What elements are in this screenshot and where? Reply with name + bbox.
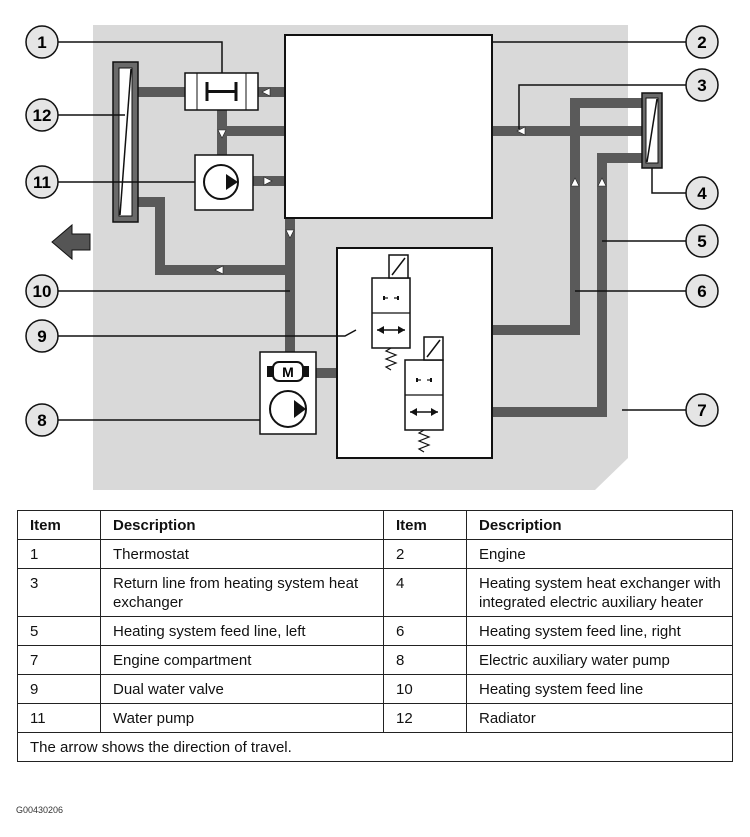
legend-table: Item Description Item Description 1 Ther… (17, 510, 733, 762)
svg-text:11: 11 (33, 173, 51, 192)
item-description: Return line from heating system heat exc… (100, 568, 384, 617)
svg-text:2: 2 (697, 33, 706, 52)
cooling-system-diagram: M (25, 25, 719, 490)
callout-4: 4 (685, 176, 719, 210)
item-number: 4 (383, 568, 467, 617)
svg-text:6: 6 (697, 282, 706, 301)
water-valve-upper (371, 254, 411, 371)
table-row: 5 Heating system feed line, left 6 Heati… (17, 616, 733, 646)
callout-11: 11 (25, 165, 59, 199)
callout-10: 10 (25, 274, 59, 308)
svg-text:10: 10 (33, 282, 52, 301)
svg-text:4: 4 (697, 184, 707, 203)
table-row: 7 Engine compartment 8 Electric auxiliar… (17, 645, 733, 675)
auxiliary-water-pump: M (259, 351, 317, 435)
leader-lines (58, 41, 686, 421)
table-header-row: Item Description Item Description (17, 510, 733, 540)
item-description: Engine compartment (100, 645, 384, 675)
callout-5: 5 (685, 224, 719, 258)
callout-6: 6 (685, 274, 719, 308)
header-item: Item (17, 510, 101, 540)
table-footer-note: The arrow shows the direction of travel. (17, 732, 733, 762)
callout-1: 1 (25, 25, 59, 59)
svg-text:8: 8 (37, 411, 46, 430)
item-description: Heating system feed line, left (100, 616, 384, 646)
item-description: Heating system feed line (466, 674, 733, 704)
table-footer-row: The arrow shows the direction of travel. (17, 732, 733, 762)
svg-text:1: 1 (37, 33, 46, 52)
header-description: Description (466, 510, 733, 540)
table-row: 9 Dual water valve 10 Heating system fee… (17, 674, 733, 704)
flow-markers (214, 87, 607, 275)
callout-12: 12 (25, 98, 59, 132)
header-description: Description (100, 510, 384, 540)
thermostat (184, 72, 259, 111)
callout-8: 8 (25, 403, 59, 437)
radiator (112, 61, 139, 223)
item-description: Radiator (466, 703, 733, 733)
item-number: 1 (17, 539, 101, 569)
header-item: Item (383, 510, 467, 540)
item-description: Dual water valve (100, 674, 384, 704)
item-number: 5 (17, 616, 101, 646)
callouts: 1 2 3 4 5 6 7 8 9 10 11 12 (25, 25, 719, 437)
svg-text:12: 12 (33, 106, 52, 125)
item-number: 3 (17, 568, 101, 617)
item-number: 2 (383, 539, 467, 569)
table-row: 1 Thermostat 2 Engine (17, 539, 733, 569)
water-pump (194, 154, 254, 211)
svg-text:5: 5 (697, 232, 706, 251)
svg-text:7: 7 (697, 401, 706, 420)
callout-9: 9 (25, 319, 59, 353)
svg-text:9: 9 (37, 327, 46, 346)
item-description: Heating system feed line, right (466, 616, 733, 646)
item-description: Water pump (100, 703, 384, 733)
item-number: 7 (17, 645, 101, 675)
engine-block (284, 34, 493, 219)
item-description: Thermostat (100, 539, 384, 569)
item-description: Engine (466, 539, 733, 569)
item-description: Heating system heat exchanger with integ… (466, 568, 733, 617)
item-number: 9 (17, 674, 101, 704)
item-number: 8 (383, 645, 467, 675)
table-row: 11 Water pump 12 Radiator (17, 703, 733, 733)
item-number: 12 (383, 703, 467, 733)
svg-text:3: 3 (697, 76, 706, 95)
motor-label: M (282, 364, 294, 380)
item-number: 6 (383, 616, 467, 646)
item-description: Electric auxiliary water pump (466, 645, 733, 675)
callout-3: 3 (685, 68, 719, 102)
callout-7: 7 (685, 393, 719, 427)
item-number: 10 (383, 674, 467, 704)
direction-arrow-icon (51, 223, 91, 261)
table-row: 3 Return line from heating system heat e… (17, 568, 733, 617)
figure-code: G00430206 (16, 805, 64, 815)
water-valve-lower (404, 336, 444, 453)
callout-2: 2 (685, 25, 719, 59)
item-number: 11 (17, 703, 101, 733)
heat-exchanger (641, 92, 663, 169)
